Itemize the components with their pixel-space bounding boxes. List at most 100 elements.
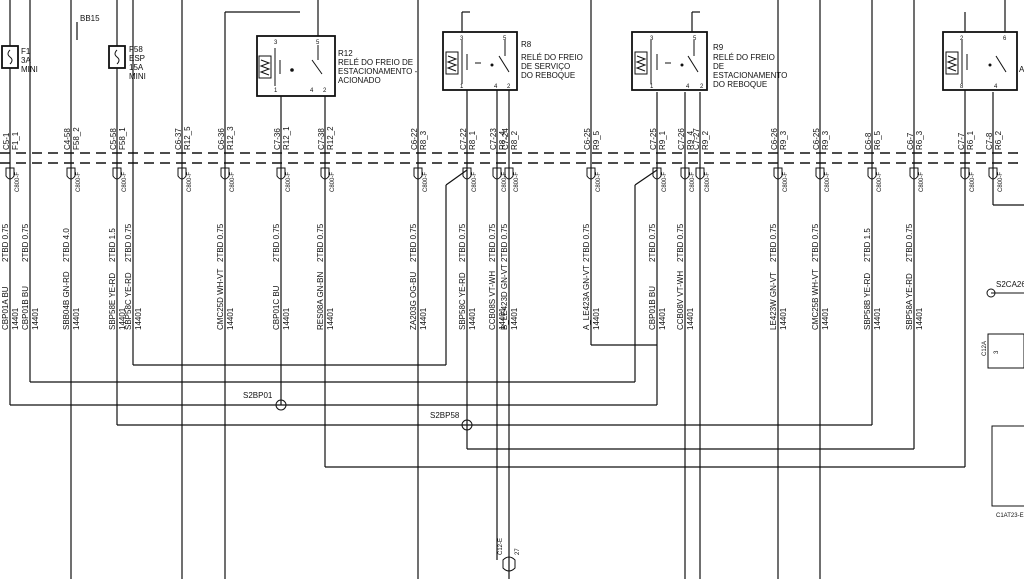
wire-label: CCB08V VT-WH (676, 271, 685, 330)
pin-label: C7-24 (501, 128, 510, 150)
pin-label: C6-36 (217, 128, 226, 150)
connector-label: C800-F (877, 172, 883, 192)
svg-text:3: 3 (274, 40, 278, 46)
wire-label: CBP01A BU (1, 286, 10, 330)
svg-text:S2BP58: S2BP58 (430, 411, 460, 420)
wire-label: B_LE423D GN-VT (500, 264, 509, 330)
wire-label: SBP58C YE-RD (124, 272, 133, 330)
connector-label: C800-F (15, 172, 21, 192)
svg-text:2: 2 (323, 88, 327, 94)
connector-label: C800-F (705, 172, 711, 192)
pin-label: R6_3 (915, 130, 924, 150)
svg-text:15A: 15A (129, 63, 144, 72)
wire-label: SBP58B YE-RD (863, 273, 872, 330)
pin-label: R8_1 (468, 130, 477, 150)
wire-label: 2TBD 0.75 (676, 223, 685, 262)
pin-label: C7-26 (677, 128, 686, 150)
connector-label: C800-F (472, 172, 478, 192)
connector-label: C800-F (919, 172, 925, 192)
wire-label: 2TBD 0.75 (316, 223, 325, 262)
connector-label: C800-F (662, 172, 668, 192)
connector-label: C800-F (187, 172, 193, 192)
connector-label: C800-F (514, 172, 520, 192)
connector-label: C800-F (423, 172, 429, 192)
svg-text:4: 4 (686, 84, 690, 90)
wire-label: 2TBD 0.75 (458, 223, 467, 262)
wire-label: 14401 (419, 307, 428, 330)
svg-text:C12A: C12A (982, 341, 988, 356)
wire-label: 2TBD 1.5 (108, 228, 117, 262)
relay-right: 2 6 8 4 A (942, 31, 1024, 91)
svg-text:DO REBOQUE: DO REBOQUE (521, 71, 575, 80)
wire-label: 14401 (326, 307, 335, 330)
pin-symbol (960, 167, 970, 180)
wire-label: 14401 (226, 307, 235, 330)
wire-label: 2TBD 0.75 (1, 223, 10, 262)
wire-label: 14401 (686, 307, 695, 330)
pin-label: R8_2 (510, 130, 519, 150)
pin-symbol (492, 167, 502, 180)
wire-label: CBP01B BU (21, 286, 30, 330)
svg-text:R9: R9 (713, 43, 724, 52)
wire-label: SBP58C YE-RD (458, 272, 467, 330)
svg-text:5: 5 (316, 40, 320, 46)
pin-label: C7-27 (692, 128, 701, 150)
svg-text:RELÉ DO FREIO DE: RELÉ DO FREIO DE (338, 58, 413, 67)
pin-symbol (320, 167, 330, 180)
svg-text:3A: 3A (21, 56, 31, 65)
wire-label: RES08A GN-BN (316, 272, 325, 330)
splice-s2bp58: S2BP58 (430, 411, 473, 431)
svg-text:5: 5 (693, 36, 697, 42)
svg-text:ESTACIONAMENTO: ESTACIONAMENTO (713, 71, 787, 80)
wire-label: CBP01C BU (272, 285, 281, 330)
pin-label: R6_1 (966, 130, 975, 150)
pin-label: C7-23 (489, 128, 498, 150)
wire-label: 2TBD 0.75 (272, 223, 281, 262)
pin-symbol (988, 167, 998, 180)
svg-text:8: 8 (960, 84, 964, 90)
wire-label: SBB04B GN-RD (62, 271, 71, 330)
wire-label: 2TBD 0.75 (811, 223, 820, 262)
right-module-box: C1AT23-E (991, 425, 1024, 519)
svg-text:F1: F1 (21, 47, 31, 56)
pin-label: C5-58 (109, 128, 118, 150)
svg-text:DE: DE (713, 62, 724, 71)
pin-symbol (773, 167, 783, 180)
svg-text:ESP: ESP (129, 54, 145, 63)
fuse-f1: F1 3A MINI (1, 45, 38, 74)
svg-text:ESTACIONAMENTO -: ESTACIONAMENTO - (338, 67, 418, 76)
wire-label: 14401 (282, 307, 291, 330)
pin-label: C4-58 (63, 128, 72, 150)
right-connector-box: C12A 3 (982, 333, 1024, 369)
svg-text:6: 6 (1003, 36, 1007, 42)
wire-label: 14401 (118, 307, 127, 330)
pin-label: R12_1 (282, 126, 291, 150)
pin-symbol (413, 167, 423, 180)
wire-label: 2TBD 0.75 (409, 223, 418, 262)
connector-boundary (0, 152, 1024, 164)
pin-label: F1_1 (11, 131, 20, 150)
pin-label: C6-25 (812, 128, 821, 150)
svg-text:1: 1 (274, 88, 278, 94)
svg-text:DE SERVIÇO: DE SERVIÇO (521, 62, 570, 71)
wire-label: A_LE423A GN-VT (582, 265, 591, 330)
relay-r12: 3 5 1 4 2 R12 RELÉ DO FREIO DE ESTACIONA… (256, 35, 418, 97)
wire-label: 2TBD 0.75 (124, 223, 133, 262)
wire-label: 14401 (779, 307, 788, 330)
wire-label: 14401 (72, 307, 81, 330)
svg-text:3: 3 (650, 36, 654, 42)
pin-label: C6-8 (864, 132, 873, 150)
connector-label: C800-F (998, 172, 1004, 192)
